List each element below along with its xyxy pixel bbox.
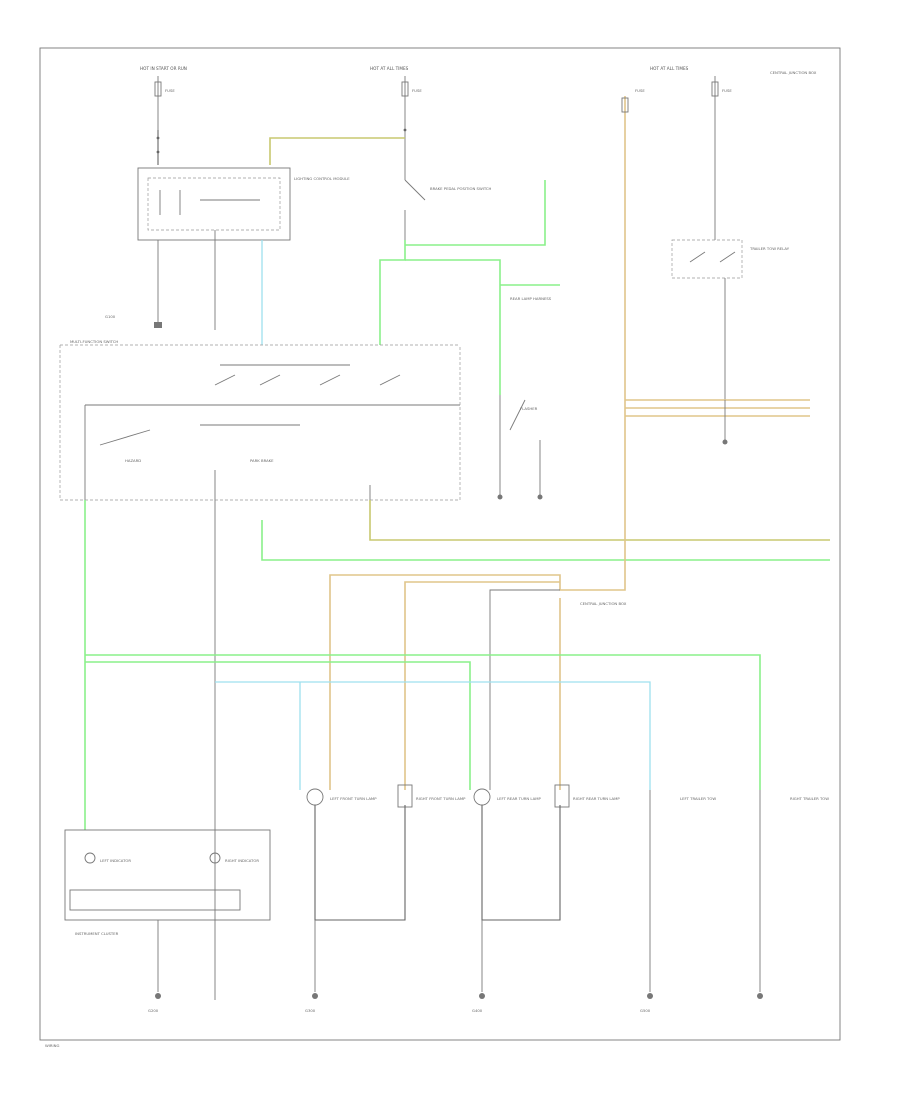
right-indicator-icon xyxy=(209,852,221,864)
label-hot-start: HOT IN START OR RUN xyxy=(140,66,187,71)
label-rr-turn: RIGHT REAR TURN LAMP xyxy=(573,796,620,801)
instrument-cluster xyxy=(64,829,271,921)
left-indicator-icon xyxy=(84,852,96,864)
label-multifunction: MULTI-FUNCTION SWITCH xyxy=(70,339,118,344)
label-fuse-3: FUSE xyxy=(635,88,645,93)
label-park-brake: PARK BRAKE xyxy=(250,458,274,463)
ground-g500-left: G500 xyxy=(640,993,653,1013)
label-g500: G500 xyxy=(640,1008,651,1013)
ground-flasher xyxy=(722,439,728,445)
lamp-right-front: RIGHT FRONT TURN LAMP xyxy=(397,784,466,808)
ground-g300: G300 xyxy=(305,993,318,1013)
footer-label: WIRING xyxy=(45,1043,59,1048)
label-rear-lamp-harness: REAR LAMP HARNESS xyxy=(510,296,552,301)
label-brake-switch: BRAKE PEDAL POSITION SWITCH xyxy=(430,186,492,191)
label-lh-trailer: LEFT TRAILER TOW xyxy=(680,796,716,801)
ground-g400: G400 xyxy=(472,993,485,1013)
fuse-2 xyxy=(401,81,409,97)
trailer-tow-right: RIGHT TRAILER TOW xyxy=(759,790,829,840)
lighting-control-module xyxy=(137,167,291,241)
label-flasher: FLASHER xyxy=(520,406,538,411)
label-lf-turn: LEFT FRONT TURN LAMP xyxy=(330,796,377,801)
fuse-1 xyxy=(154,81,162,97)
brake-switch-contacts xyxy=(404,179,426,240)
label-junction-text: CENTRAL JUNCTION BOX xyxy=(580,601,627,606)
ground-g200: G200 xyxy=(148,993,161,1013)
label-g100: G100 xyxy=(105,314,116,319)
label-lr-turn: LEFT REAR TURN LAMP xyxy=(497,796,541,801)
label-central-junction: CENTRAL JUNCTION BOX xyxy=(770,70,817,75)
label-hot-all-2: HOT AT ALL TIMES xyxy=(650,66,689,71)
ground-g100-symbol xyxy=(154,322,162,328)
label-lighting-ctrl: LIGHTING CONTROL MODULE xyxy=(294,176,350,181)
label-rh-trailer: RIGHT TRAILER TOW xyxy=(790,796,829,801)
lamp-left-front: LEFT FRONT TURN LAMP xyxy=(306,788,377,806)
ground-g500-right xyxy=(757,993,763,999)
diagram-border xyxy=(39,47,841,1041)
label-fuse-2: FUSE xyxy=(412,88,422,93)
label-rf-turn: RIGHT FRONT TURN LAMP xyxy=(416,796,466,801)
trailer-tow-left: LEFT TRAILER TOW xyxy=(649,790,716,840)
fuse-3 xyxy=(621,97,629,113)
label-fuse-4: FUSE xyxy=(722,88,732,93)
flasher-unit xyxy=(499,395,541,495)
label-left-ind: LEFT INDICATOR xyxy=(100,858,131,863)
lamp-left-rear: LEFT REAR TURN LAMP xyxy=(473,788,541,806)
label-hazard: HAZARD xyxy=(125,458,141,463)
label-instrument-cluster: INSTRUMENT CLUSTER xyxy=(75,931,119,936)
label-g400: G400 xyxy=(472,1008,483,1013)
label-hot-all-1: HOT AT ALL TIMES xyxy=(370,66,409,71)
label-fuse-1: FUSE xyxy=(165,88,175,93)
trailer-tow-relay xyxy=(671,239,743,279)
label-g300: G300 xyxy=(305,1008,316,1013)
label-g200: G200 xyxy=(148,1008,159,1013)
label-right-ind: RIGHT INDICATOR xyxy=(225,858,259,863)
fuse-4 xyxy=(711,81,719,97)
label-trailer-relay: TRAILER TOW RELAY xyxy=(749,246,790,251)
lamp-right-rear: RIGHT REAR TURN LAMP xyxy=(554,784,620,808)
